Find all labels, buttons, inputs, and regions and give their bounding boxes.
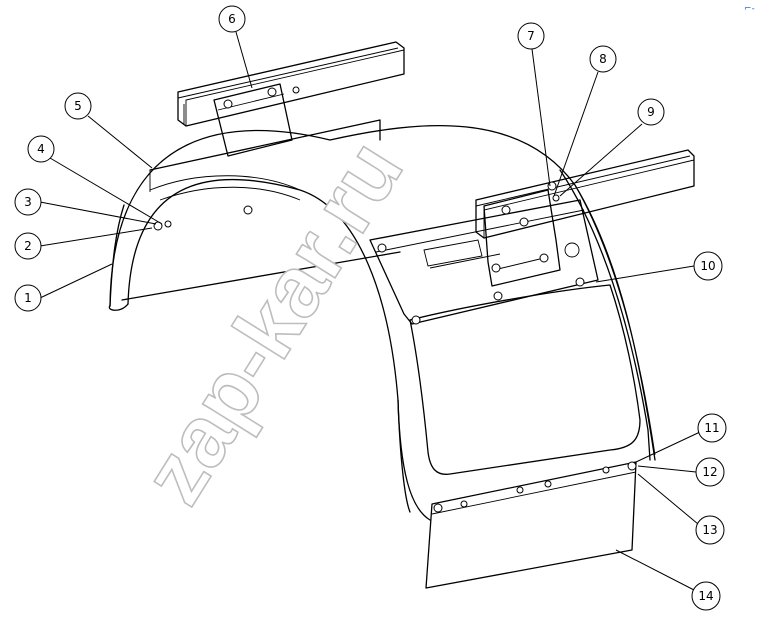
- svg-text:1: 1: [24, 291, 32, 305]
- svg-text:4: 4: [37, 142, 45, 156]
- svg-text:5: 5: [74, 99, 82, 113]
- svg-text:10: 10: [700, 259, 715, 273]
- svg-text:13: 13: [702, 523, 717, 537]
- callout-8: 8: [589, 45, 617, 73]
- svg-text:11: 11: [704, 421, 719, 435]
- svg-text:12: 12: [702, 465, 717, 479]
- svg-text:7: 7: [527, 29, 535, 43]
- callout-14: 14: [691, 581, 721, 611]
- mud-flap: [425, 461, 637, 589]
- callout-11: 11: [697, 413, 727, 443]
- leader-lines: [39, 31, 701, 591]
- fender-body: [108, 124, 656, 521]
- callout-10: 10: [693, 251, 723, 281]
- callout-9: 9: [637, 98, 665, 126]
- svg-text:8: 8: [599, 52, 607, 66]
- svg-text:2: 2: [24, 239, 32, 253]
- callout-6: 6: [218, 5, 246, 33]
- bracket-plate-10: [369, 199, 599, 325]
- callout-12: 12: [695, 457, 725, 487]
- fasteners: [153, 86, 637, 513]
- callout-5: 5: [64, 92, 92, 120]
- bracket-plate-8: [483, 189, 580, 287]
- svg-text:3: 3: [24, 195, 32, 209]
- callout-3: 3: [14, 188, 42, 216]
- callout-1: 1: [14, 284, 42, 312]
- svg-text:14: 14: [698, 589, 713, 603]
- callout-2: 2: [14, 232, 42, 260]
- callout-13: 13: [695, 515, 725, 545]
- mounting-rail-left: [177, 41, 405, 127]
- bracket-plate-6: [213, 83, 293, 157]
- callout-7: 7: [517, 22, 545, 50]
- svg-text:6: 6: [228, 12, 236, 26]
- corner-mark: ⌐-: [744, 4, 755, 14]
- svg-text:9: 9: [647, 105, 655, 119]
- callout-4: 4: [27, 135, 55, 163]
